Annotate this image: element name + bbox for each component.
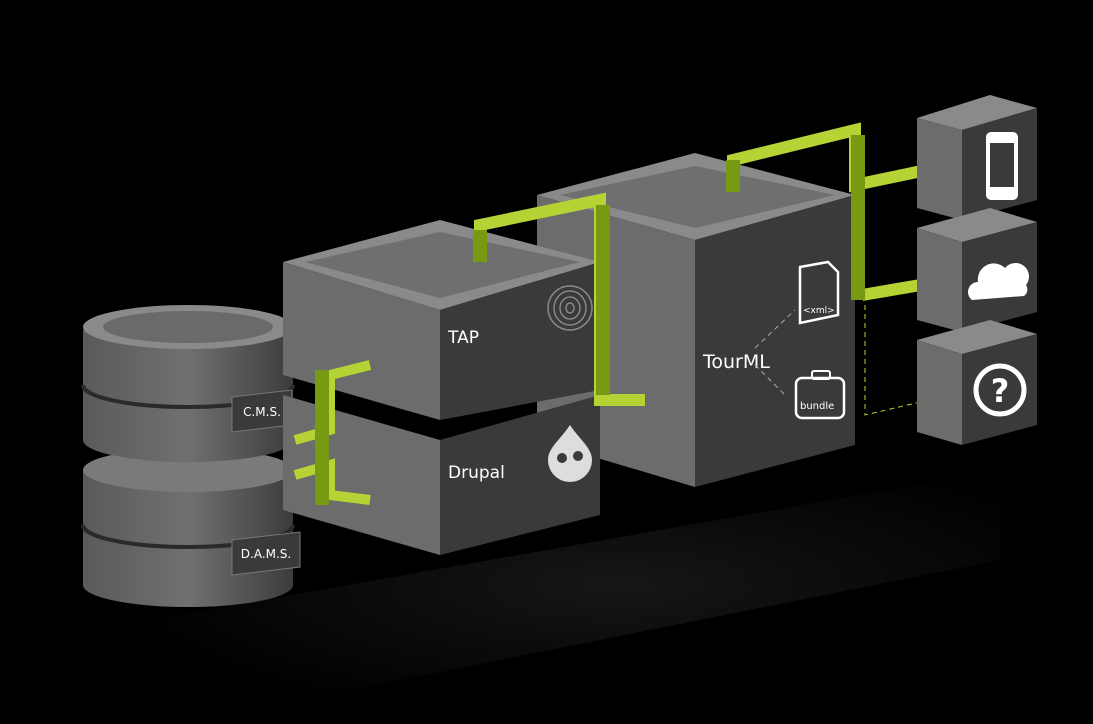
tap-label: TAP <box>447 328 479 348</box>
drupal-label: Drupal <box>448 463 505 483</box>
bundle-icon: bundle <box>794 370 846 420</box>
cloud-cube <box>917 208 1037 332</box>
phone-icon <box>986 132 1018 200</box>
question-icon: ? <box>973 363 1027 417</box>
data-connectors <box>293 122 952 505</box>
phone-cube <box>917 95 1037 220</box>
cloud-icon <box>968 262 1030 300</box>
database-stack: C.M.S. D.A.M.S. <box>81 305 301 607</box>
dams-label: D.A.M.S. <box>241 547 291 561</box>
xml-file-icon: <xml> <box>798 260 840 325</box>
svg-text:<xml>: <xml> <box>803 306 835 316</box>
drupal-drop-icon <box>548 425 592 482</box>
dams-label-tag: D.A.M.S. <box>231 531 301 576</box>
tourml-label: TourML <box>702 351 770 373</box>
svg-text:bundle: bundle <box>800 401 834 412</box>
fingerprint-icon <box>547 285 593 331</box>
cms-label: C.M.S. <box>243 405 281 419</box>
help-cube: ? <box>917 320 1037 445</box>
svg-text:?: ? <box>991 372 1010 410</box>
